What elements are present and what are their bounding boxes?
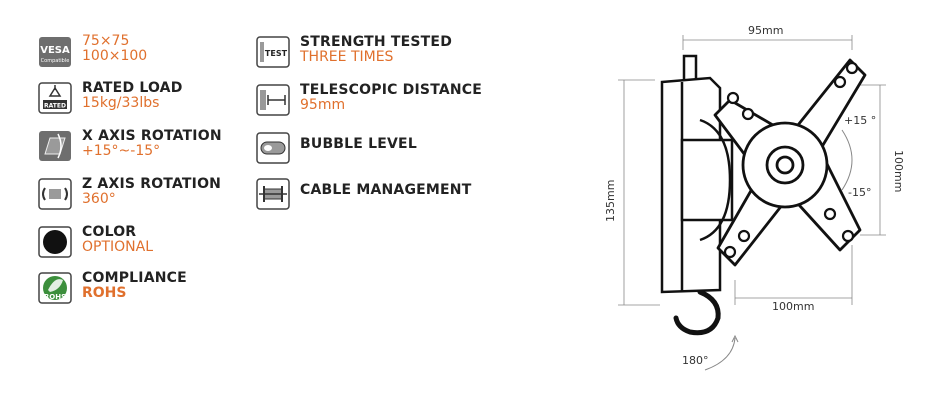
svg-text:VESA: VESA — [40, 45, 70, 56]
spec-color: COLOR OPTIONAL — [38, 224, 153, 258]
vesa-icon: VESA Compatible — [38, 36, 72, 68]
dimension-height-right: 100mm — [892, 150, 905, 193]
compliance-value: ROHS — [82, 285, 127, 301]
z-axis-rotation-value: 360° — [82, 191, 116, 207]
vesa-value-1: 75×75 — [82, 33, 130, 49]
tilt-up-label: +15 ° — [844, 114, 877, 127]
compliance-title: COMPLIANCE — [82, 270, 187, 286]
color-icon — [38, 226, 72, 258]
vesa-value-2: 100×100 — [82, 48, 148, 64]
z-axis-rotation-icon — [38, 178, 72, 210]
cable-management-title: CABLE MANAGEMENT — [300, 182, 472, 198]
svg-text:Compatible: Compatible — [41, 58, 70, 64]
spec-rated-load: RATED RATED LOAD 15kg/33lbs — [38, 80, 183, 114]
tilt-down-label: -15° — [848, 186, 872, 199]
dimension-height-left: 135mm — [604, 179, 617, 222]
dimension-width-bottom: 100mm — [772, 300, 815, 313]
svg-text:TEST: TEST — [265, 49, 288, 58]
hook — [673, 289, 721, 336]
rated-load-value: 15kg/33lbs — [82, 95, 160, 111]
x-axis-rotation-value: +15°~-15° — [82, 143, 161, 159]
product-diagram — [618, 35, 886, 371]
spec-x-axis-rotation: X AXIS ROTATION +15°~-15° — [38, 128, 222, 162]
vesa-plate — [713, 58, 867, 267]
spec-telescopic-distance: TELESCOPIC DISTANCE 95mm — [256, 82, 482, 116]
svg-text:ROHS: ROHS — [44, 293, 66, 301]
tilt-arc — [841, 129, 853, 191]
strength-tested-value: THREE TIMES — [300, 49, 394, 65]
rohs-icon: ROHS — [38, 272, 72, 304]
bubble-level-icon — [256, 132, 290, 164]
dimension-width-top: 95mm — [748, 24, 784, 37]
rotation-label: 180° — [682, 354, 709, 367]
bubble-level-title: BUBBLE LEVEL — [300, 136, 417, 152]
spec-vesa: VESA Compatible 75×75 100×100 — [38, 34, 147, 68]
telescopic-distance-title: TELESCOPIC DISTANCE — [300, 82, 483, 98]
color-title: COLOR — [82, 224, 137, 240]
spec-cable-management: CABLE MANAGEMENT — [256, 176, 471, 210]
spec-bubble-level: BUBBLE LEVEL — [256, 130, 417, 164]
svg-text:RATED: RATED — [44, 103, 66, 110]
spec-z-axis-rotation: Z AXIS ROTATION 360° — [38, 176, 221, 210]
z-axis-rotation-title: Z AXIS ROTATION — [82, 176, 222, 192]
strength-tested-title: STRENGTH TESTED — [300, 34, 453, 50]
rotation-arc — [704, 337, 736, 371]
color-value: OPTIONAL — [82, 239, 154, 255]
spec-compliance: ROHS COMPLIANCE ROHS — [38, 270, 187, 304]
x-axis-rotation-title: X AXIS ROTATION — [82, 128, 222, 144]
x-axis-rotation-icon — [38, 130, 72, 162]
cable-management-icon — [256, 178, 290, 210]
test-icon: TEST — [256, 36, 290, 68]
spec-strength-tested: TEST STRENGTH TESTED THREE TIMES — [256, 34, 452, 68]
telescopic-distance-value: 95mm — [300, 97, 346, 113]
rated-load-icon: RATED — [38, 82, 72, 114]
rated-load-title: RATED LOAD — [82, 80, 183, 96]
telescopic-icon — [256, 84, 290, 116]
wall-plate — [660, 54, 734, 294]
